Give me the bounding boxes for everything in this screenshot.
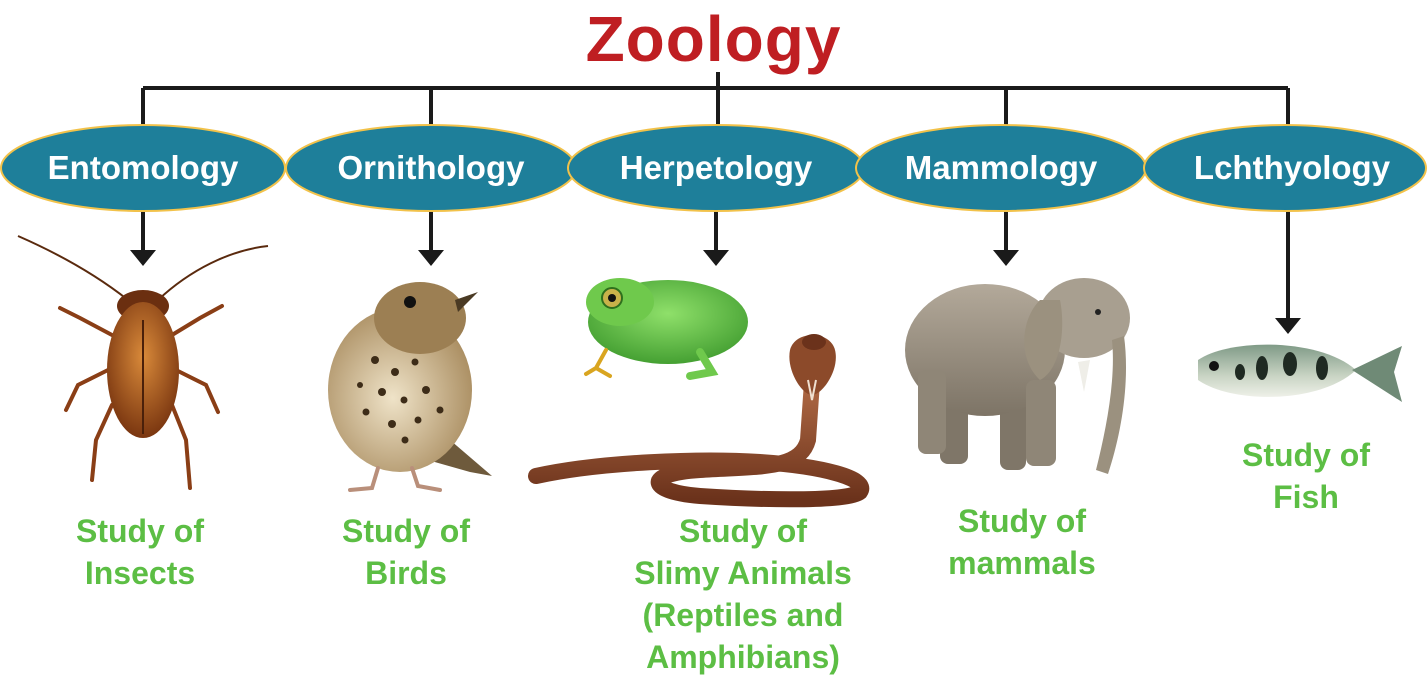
caption-mammology: Study of mammals (902, 500, 1142, 584)
caption-line: Study of (902, 500, 1142, 542)
oval-label-mammology: Mammology (861, 148, 1141, 188)
cockroach-illustration (18, 236, 268, 488)
caption-line: (Reptiles and (598, 594, 888, 636)
oval-label-ornithology: Ornithology (291, 148, 571, 188)
caption-line: Insects (40, 552, 240, 594)
caption-line: mammals (902, 542, 1142, 584)
oval-label-herpetology: Herpetology (576, 148, 856, 188)
caption-line: Slimy Animals (598, 552, 888, 594)
oval-label-entomology: Entomology (3, 148, 283, 188)
caption-line: Study of (40, 510, 240, 552)
caption-ornithology: Study of Birds (306, 510, 506, 594)
arrowhead (1275, 318, 1301, 334)
caption-line: Birds (306, 552, 506, 594)
thrush-bird-illustration (328, 282, 492, 490)
caption-line: Amphibians) (598, 636, 888, 678)
fish-illustration (1198, 345, 1402, 402)
oval-label-ichthyology: Lchthyology (1152, 148, 1427, 188)
caption-line: Study of (306, 510, 506, 552)
caption-line: Study of (598, 510, 888, 552)
caption-line: Study of (1206, 434, 1406, 476)
caption-herpetology: Study of Slimy Animals (Reptiles and Amp… (598, 510, 888, 678)
diagram-title: Zoology (0, 2, 1427, 76)
arrowhead (418, 250, 444, 266)
caption-line: Fish (1206, 476, 1406, 518)
arrowhead (703, 250, 729, 266)
caption-entomology: Study of Insects (40, 510, 240, 594)
caption-ichthyology: Study of Fish (1206, 434, 1406, 518)
arrowhead (993, 250, 1019, 266)
frog-illustration (586, 278, 748, 376)
elephant-illustration (905, 278, 1130, 474)
arrowhead (130, 250, 156, 266)
